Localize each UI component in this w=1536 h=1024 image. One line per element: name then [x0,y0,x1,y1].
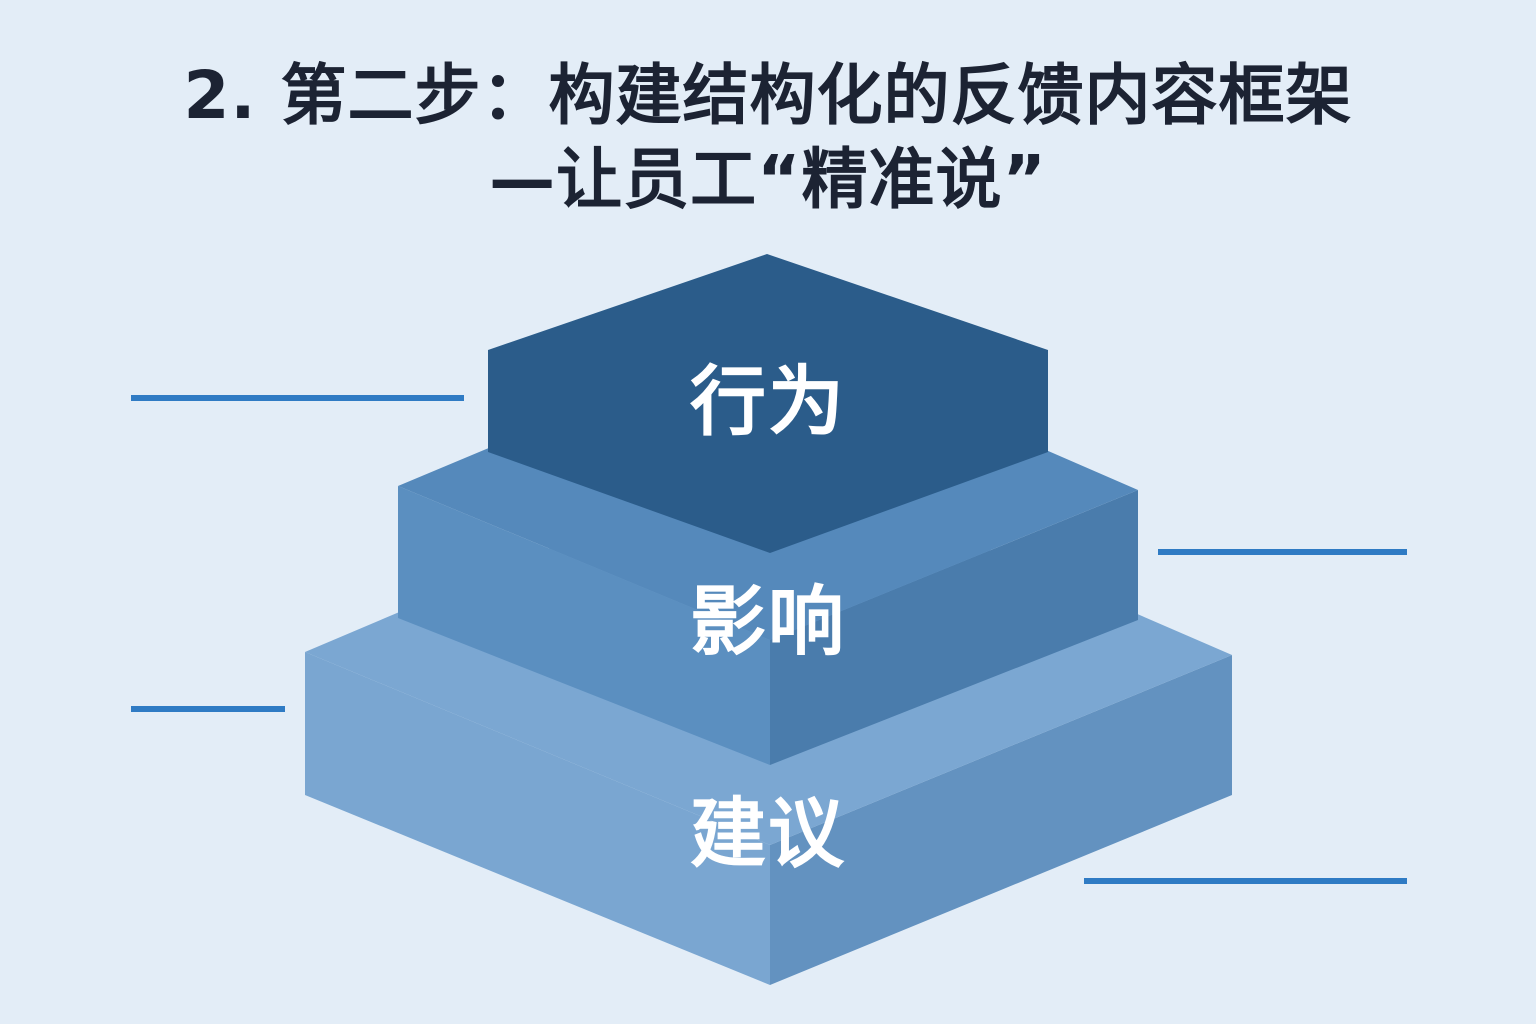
layer-middle-left-face [398,486,770,765]
layer-bottom-left-face [305,652,770,985]
page-title-line-1: 2. 第二步：构建结构化的反馈内容框架 [183,57,1353,134]
layer-top-face [488,254,1048,553]
layer-label-impact: 影响 [690,577,846,666]
layer-bottom-right-face [770,655,1232,985]
page-title-line-2: —让员工“精准说” [489,141,1047,218]
pyramid-layer-behavior [488,254,1048,553]
layer-middle-right-face [770,490,1138,765]
layer-label-suggestion: 建议 [690,789,846,878]
layer-label-behavior: 行为 [690,357,846,446]
